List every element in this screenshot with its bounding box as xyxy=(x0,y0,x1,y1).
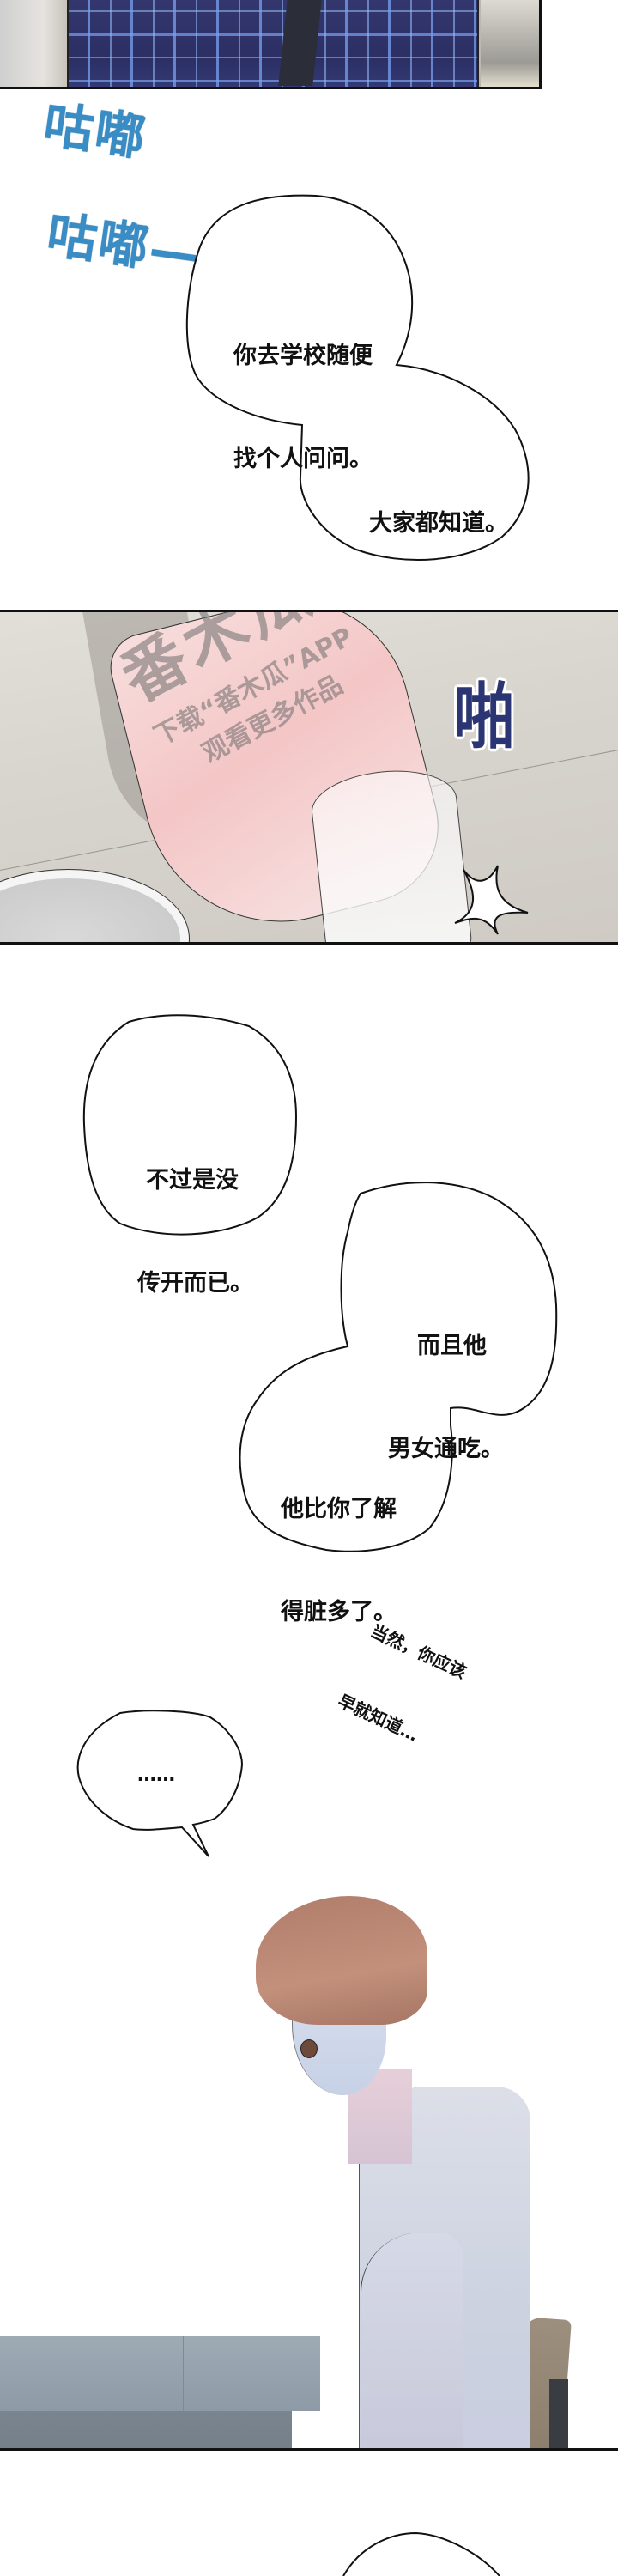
bubble-3-line-1: 不过是没 xyxy=(146,1167,239,1194)
panel-hand-glass: 番木瓜 下载“番木瓜”APP 观看更多作品 xyxy=(0,610,618,945)
panel-boy-sitting xyxy=(0,1872,618,2451)
sfx-pa: 啪 xyxy=(453,675,516,759)
bubble-4-line-1: 而且他 xyxy=(417,1333,487,1359)
bubble-3-line-2: 传开而已。 xyxy=(137,1270,253,1297)
bubble-5-text: 他比你了解 得脏多了。 xyxy=(281,1424,397,1664)
table-side xyxy=(0,2411,292,2448)
bubble-6-text: …… xyxy=(137,1765,175,1786)
bubble-1-line-1: 你去学校随便 xyxy=(233,343,373,369)
speech-bubble-double-2 xyxy=(239,1182,558,1552)
bubble-3-text: 不过是没 传开而已。 xyxy=(137,1095,253,1335)
hair xyxy=(256,1896,427,2025)
speech-bubble-3 xyxy=(82,1014,298,1236)
sweater-arm xyxy=(360,2233,464,2448)
plaid-shirt xyxy=(67,0,479,87)
speech-bubble-ellipsis xyxy=(76,1710,244,1857)
bubble-2-line-1: 大家都知道。 xyxy=(369,510,508,537)
speech-bubble-double-1 xyxy=(185,194,530,561)
bubble-4-text: 而且他 男女通吃。 xyxy=(388,1261,504,1501)
bubble-5-line-2: 得脏多了。 xyxy=(281,1599,397,1625)
bubble-1-line-2: 找个人问问。 xyxy=(233,446,373,472)
table-top xyxy=(0,2336,320,2411)
bubble-2-text: 大家都知道。 xyxy=(369,438,508,575)
chair-post xyxy=(549,2379,568,2448)
panel-plaid-shirt xyxy=(0,0,542,89)
bubble-1-text: 你去学校随便 找个人问问。 xyxy=(233,270,373,511)
table-seam xyxy=(183,2336,184,2411)
bubble-5-line-1: 他比你了解 xyxy=(281,1496,397,1522)
eye xyxy=(300,2039,318,2058)
impact-star-icon xyxy=(454,865,529,935)
bubble-4-line-2: 男女通吃。 xyxy=(388,1436,504,1462)
background-blur xyxy=(481,0,539,87)
